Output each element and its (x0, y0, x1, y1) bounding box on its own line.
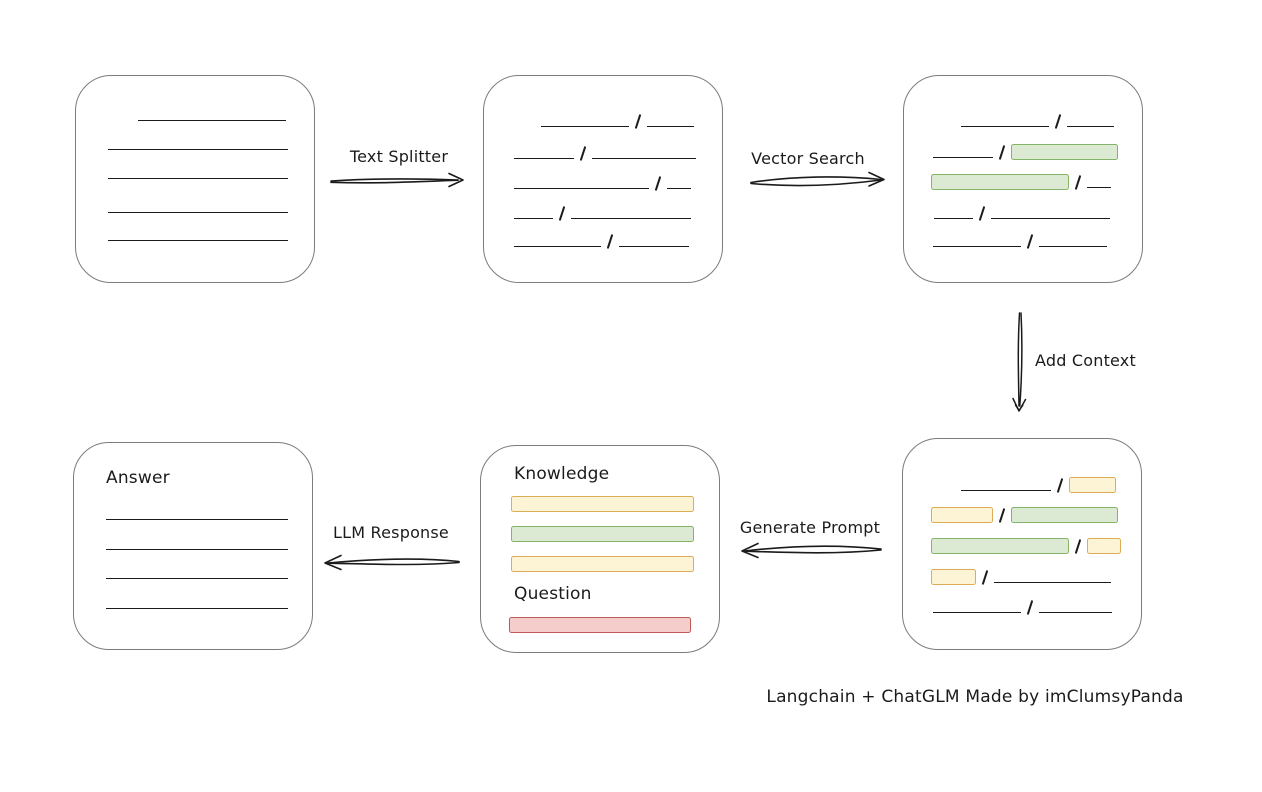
chunk-row (933, 231, 1107, 249)
knowledge-chip-green (511, 526, 694, 542)
llm-response-arrow (324, 554, 460, 571)
knowledge-chip-yellow (511, 496, 694, 512)
answer-line (106, 578, 288, 579)
prompt-node: Knowledge Question (480, 445, 720, 653)
document-line (108, 240, 288, 241)
split-slash (978, 206, 986, 221)
chunk-line (571, 218, 691, 219)
chunk-row (931, 536, 1121, 554)
llm-response-label: LLM Response (333, 523, 449, 542)
chunk-row (541, 111, 694, 129)
chunk-line (514, 188, 649, 189)
document-line (108, 212, 288, 213)
chunk-row (961, 475, 1116, 493)
document-line (108, 178, 288, 179)
split-slash (558, 206, 566, 221)
split-slash (998, 145, 1006, 160)
knowledge-label: Knowledge (514, 464, 610, 484)
chunk-row (931, 505, 1118, 523)
chunk-line (933, 612, 1021, 613)
document-line (138, 120, 286, 121)
chunk-row (933, 142, 1118, 160)
chunk-row (514, 143, 696, 161)
context-chip-yellow (931, 507, 993, 523)
credit-caption: Langchain + ChatGLM Made by imClumsyPand… (766, 687, 1184, 707)
matched-chunk-chip-green (1011, 144, 1118, 160)
chunk-row (933, 597, 1112, 615)
context-chip-green (1011, 507, 1118, 523)
split-slash (654, 176, 662, 191)
text-splitter-arrow (330, 172, 464, 188)
chunk-line (667, 188, 691, 189)
answer-line (106, 549, 288, 550)
add-context-label: Add Context (1035, 351, 1136, 370)
matched-chunk-chip-green (931, 174, 1069, 190)
vector-search-arrow (750, 171, 885, 187)
chunk-row (514, 203, 691, 221)
chunk-line (619, 246, 689, 247)
chunk-row (931, 172, 1111, 190)
chunk-line (1067, 126, 1114, 127)
knowledge-chip-yellow (511, 556, 694, 572)
vector-match-node (903, 75, 1143, 283)
split-slash (1026, 600, 1034, 615)
question-label: Question (514, 584, 592, 604)
split-text-node (483, 75, 723, 283)
split-slash (1074, 175, 1082, 190)
split-slash (1026, 234, 1034, 249)
chunk-line (991, 218, 1110, 219)
text-splitter-label: Text Splitter (349, 147, 449, 166)
context-node (902, 438, 1142, 650)
answer-line (106, 608, 288, 609)
chunk-line (934, 218, 973, 219)
chunk-row (961, 111, 1114, 129)
chunk-line (961, 490, 1051, 491)
split-slash (1074, 539, 1082, 554)
generate-prompt-arrow (741, 542, 882, 559)
chunk-row (514, 231, 689, 249)
chunk-line (933, 246, 1021, 247)
answer-node: Answer (73, 442, 313, 650)
chunk-row (931, 567, 1111, 585)
question-chip-red (509, 617, 691, 633)
context-chip-yellow (1069, 477, 1116, 493)
chunk-line (961, 126, 1049, 127)
context-chip-green (931, 538, 1069, 554)
chunk-line (1087, 187, 1111, 188)
chunk-line (994, 582, 1111, 583)
chunk-line (592, 158, 696, 159)
answer-line (106, 519, 288, 520)
add-context-arrow (1012, 312, 1027, 412)
context-chip-yellow (1087, 538, 1121, 554)
chunk-line (647, 126, 694, 127)
chunk-row (514, 173, 691, 191)
split-slash (634, 114, 642, 129)
split-slash (1054, 114, 1062, 129)
split-slash (1056, 478, 1064, 493)
split-slash (606, 234, 614, 249)
chunk-line (514, 158, 574, 159)
generate-prompt-label: Generate Prompt (739, 518, 881, 537)
document-line (108, 149, 288, 150)
split-slash (998, 508, 1006, 523)
vector-search-label: Vector Search (751, 149, 865, 168)
chunk-line (1039, 612, 1112, 613)
chunk-line (933, 157, 993, 158)
source-document-node (75, 75, 315, 283)
context-chip-yellow (931, 569, 976, 585)
chunk-line (1039, 246, 1107, 247)
answer-label: Answer (106, 468, 170, 488)
chunk-line (541, 126, 629, 127)
split-slash (579, 146, 587, 161)
split-slash (981, 570, 989, 585)
chunk-line (514, 218, 553, 219)
chunk-line (514, 246, 601, 247)
chunk-row (934, 203, 1110, 221)
